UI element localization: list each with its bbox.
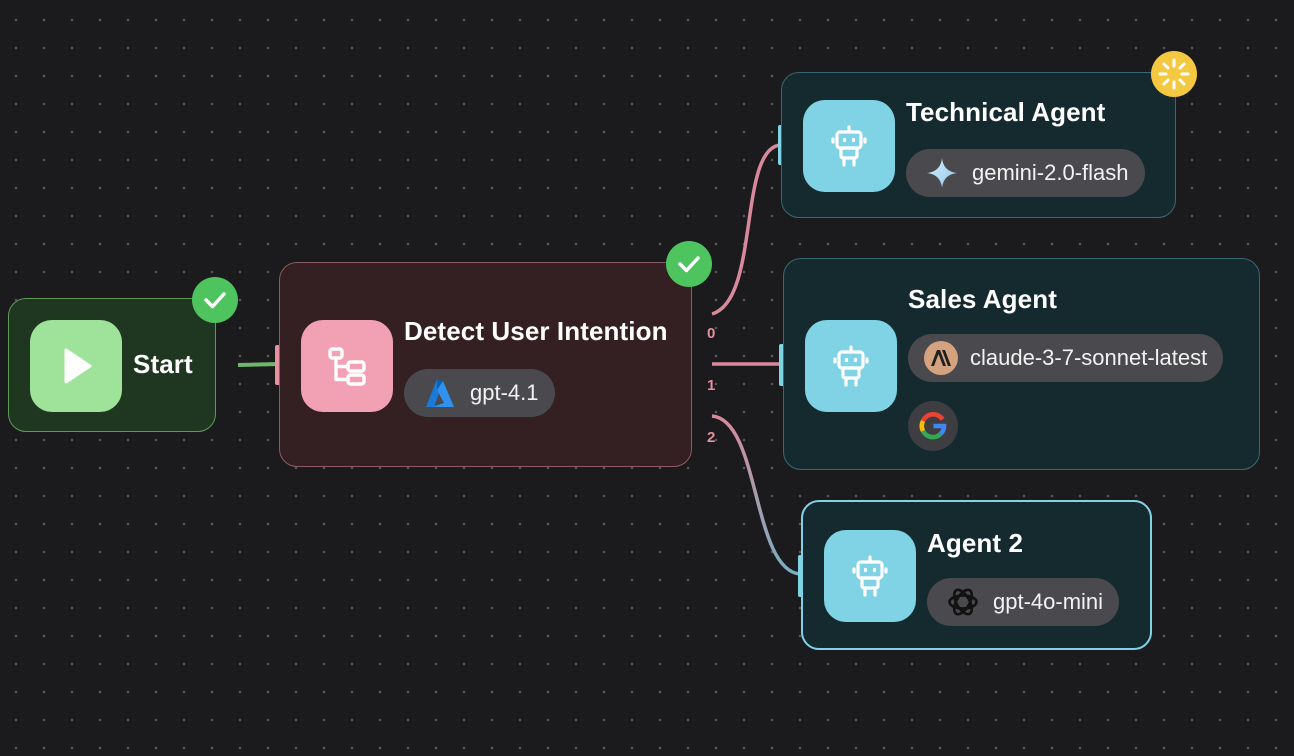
openai-logo-icon	[945, 584, 981, 620]
technical-agent-model-pill[interactable]: gemini-2.0-flash	[906, 149, 1145, 197]
agent-2-title: Agent 2	[927, 528, 1024, 558]
anthropic-logo-icon	[924, 341, 958, 375]
router-node-icon	[301, 320, 393, 412]
branch-icon	[325, 344, 369, 388]
sales-agent-model-pill[interactable]: claude-3-7-sonnet-latest	[908, 334, 1224, 382]
router-output-label-1: 1	[707, 377, 716, 394]
router-node-status-badge	[666, 241, 712, 287]
technical-agent-node[interactable]: Technical Agent gemini-2.0-flash	[781, 72, 1176, 218]
spinner-icon	[1157, 57, 1191, 91]
sales-agent-tool-google[interactable]	[908, 401, 958, 451]
gemini-logo-icon	[924, 155, 960, 191]
router-output-label-0: 0	[707, 325, 716, 342]
robot-icon	[850, 554, 890, 598]
edge-router-2-to-agent-2[interactable]	[711, 414, 801, 576]
sales-agent-node-icon	[805, 320, 897, 412]
agent-2-model-label: gpt-4o-mini	[993, 589, 1104, 614]
edge-start-to-router[interactable]	[237, 362, 279, 367]
router-model-label: gpt-4.1	[470, 380, 539, 405]
router-node[interactable]: Detect User Intention gpt-4.1	[279, 262, 692, 467]
start-node[interactable]: Start	[8, 298, 216, 432]
sales-agent-node[interactable]: Sales Agent claude-3-7-sonnet-latest	[783, 258, 1260, 470]
play-icon	[56, 346, 96, 386]
technical-agent-model-label: gemini-2.0-flash	[972, 160, 1129, 185]
start-node-status-badge	[192, 277, 238, 323]
edge-router-0-to-technical-agent[interactable]	[711, 143, 781, 316]
technical-agent-running-badge	[1151, 51, 1197, 97]
robot-icon	[829, 124, 869, 168]
agent-2-node[interactable]: Agent 2 gpt-4o-mini	[801, 500, 1152, 650]
check-icon	[201, 286, 229, 314]
router-model-pill[interactable]: gpt-4.1	[404, 369, 555, 417]
google-logo-icon	[918, 411, 948, 441]
router-node-title: Detect User Intention	[404, 316, 668, 346]
check-icon	[675, 250, 703, 278]
agent-2-model-pill[interactable]: gpt-4o-mini	[927, 578, 1120, 626]
technical-agent-title: Technical Agent	[906, 97, 1106, 127]
router-output-label-2: 2	[707, 429, 716, 446]
start-node-icon	[30, 320, 122, 412]
sales-agent-model-label: claude-3-7-sonnet-latest	[970, 345, 1208, 370]
start-node-title: Start	[133, 349, 193, 379]
agent-2-node-icon	[824, 530, 916, 622]
technical-agent-node-icon	[803, 100, 895, 192]
sales-agent-title: Sales Agent	[908, 284, 1057, 314]
azure-logo-icon	[422, 375, 458, 411]
robot-icon	[831, 344, 871, 388]
